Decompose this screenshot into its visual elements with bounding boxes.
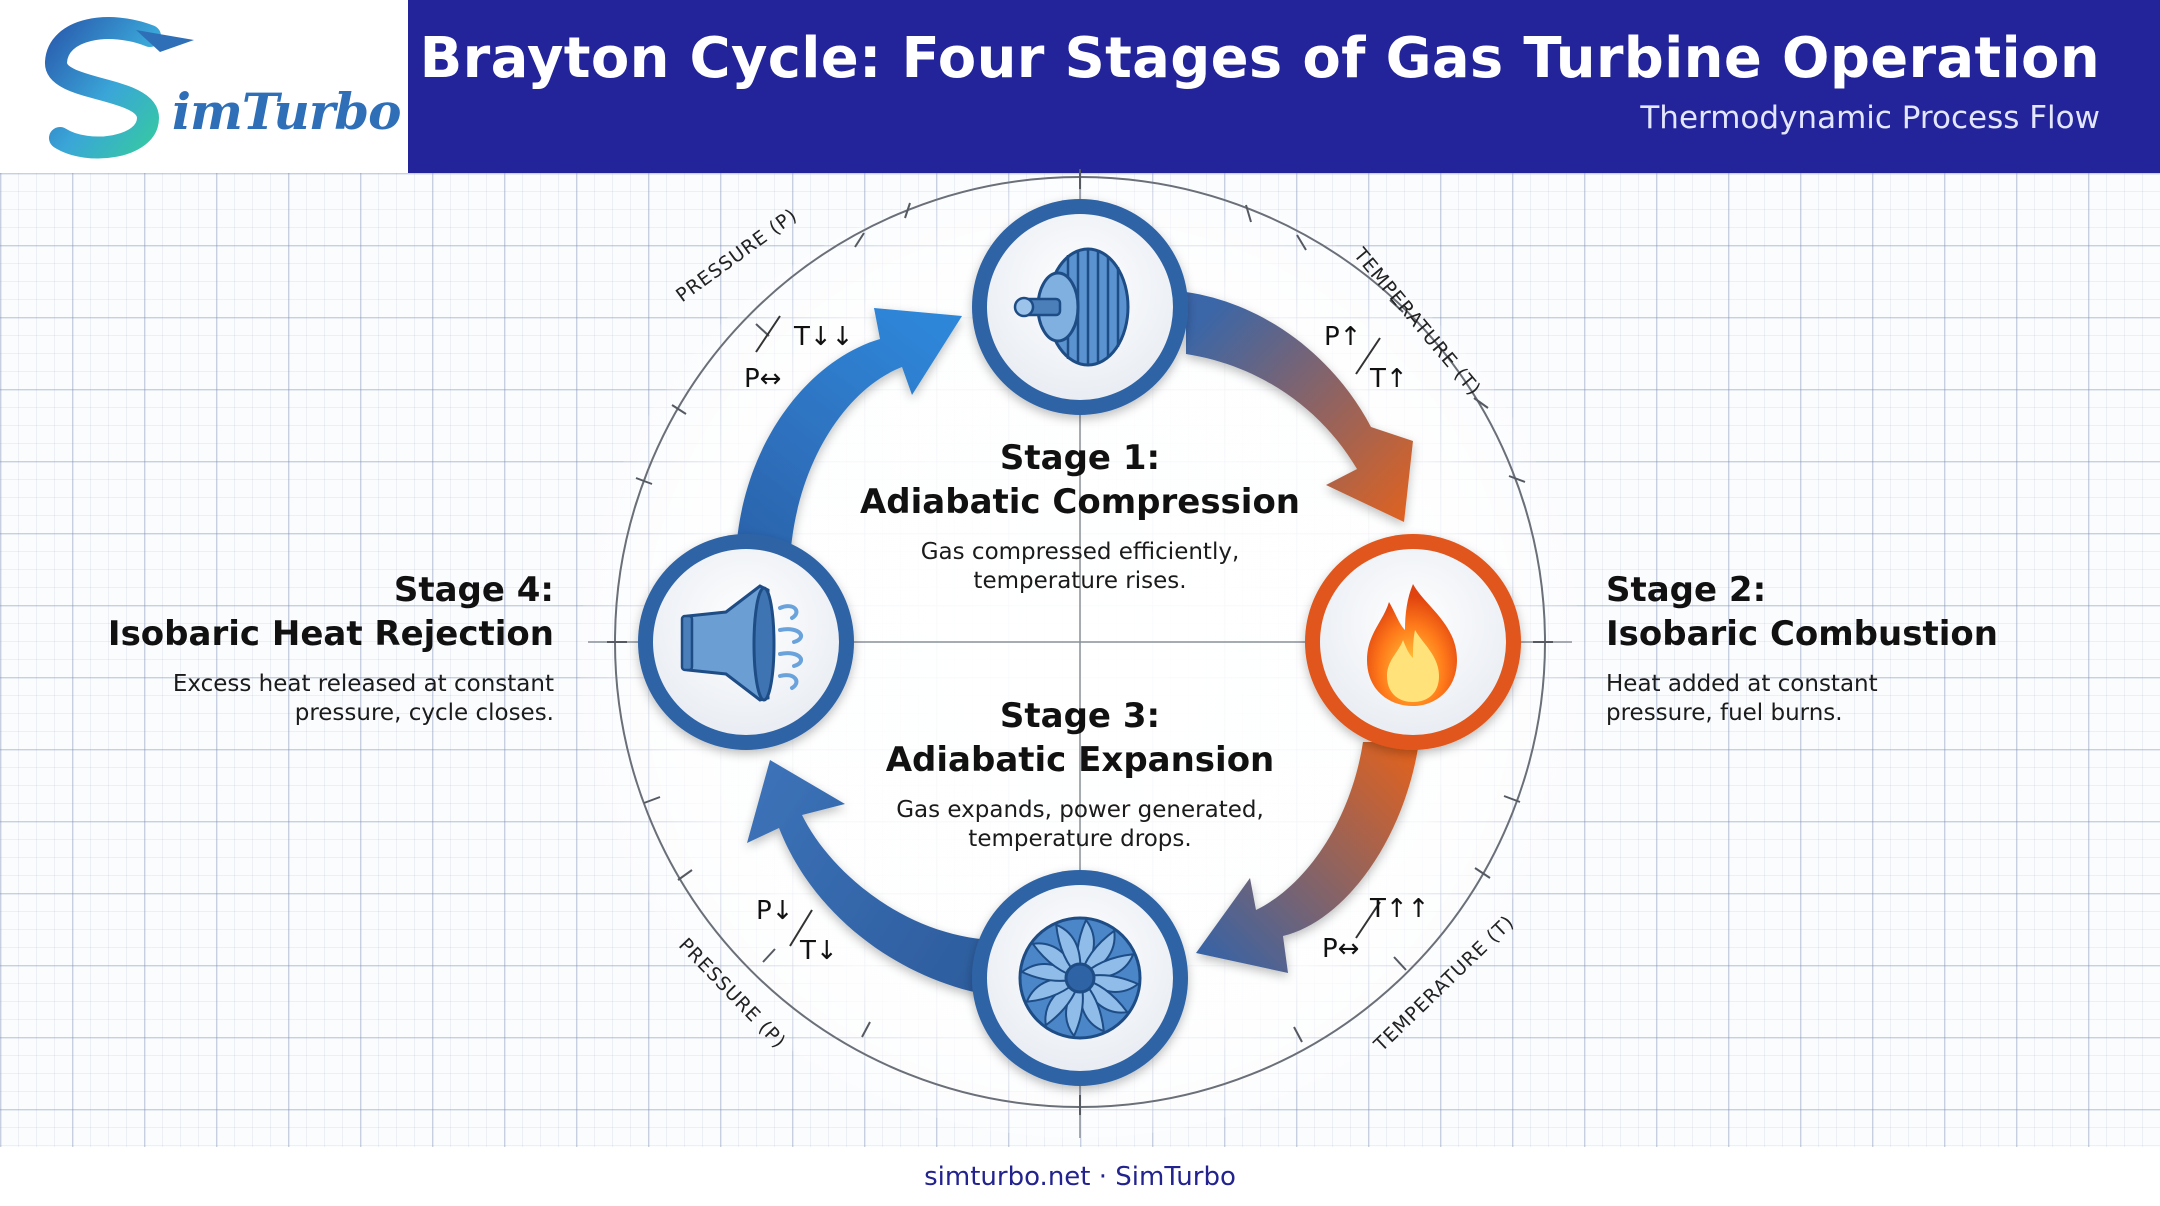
logo-wordmark: imTurbo xyxy=(172,82,402,141)
footer-link[interactable]: simturbo.net · SimTurbo xyxy=(924,1162,1236,1192)
stage-3-subtitle: Adiabatic Expansion xyxy=(885,740,1275,780)
label-bottom-right-t: T↑↑ xyxy=(1370,894,1430,924)
stage-3-desc-line1: Gas expands, power generated, xyxy=(896,797,1264,823)
label-top-right-p: P↑ xyxy=(1324,322,1362,352)
arrow-rejection-to-compression xyxy=(737,308,962,548)
stage-1-title: Stage 1: xyxy=(999,438,1161,478)
stage-3-desc: Gas expands, power generated, temperatur… xyxy=(830,796,1330,854)
exhaust-nozzle-icon xyxy=(680,584,803,702)
stage-4-desc-line1: Excess heat released at constant xyxy=(172,671,554,697)
stage-4-title: Stage 4: xyxy=(393,570,554,610)
arrow-combustion-to-expansion xyxy=(1196,742,1419,973)
stage-1-desc: Gas compressed efficiently, temperature … xyxy=(830,538,1330,596)
stage-2-title: Stage 2: xyxy=(1606,570,1767,610)
stage-2-subtitle: Isobaric Combustion xyxy=(1606,614,1998,654)
stage-1-text: Stage 1: Adiabatic Compression Gas compr… xyxy=(830,436,1330,596)
flame-icon xyxy=(1367,584,1457,706)
tick-marks xyxy=(607,169,1553,1115)
stage-1-desc-line1: Gas compressed efficiently, xyxy=(920,539,1240,565)
label-dividers xyxy=(755,315,1381,947)
page-subtitle: Thermodynamic Process Flow xyxy=(1640,100,2100,136)
stage-3-title: Stage 3: xyxy=(999,696,1161,736)
title-band: The Brayton Cycle: Four Stages of Gas Tu… xyxy=(283,0,2160,173)
stage-1-subtitle: Adiabatic Compression xyxy=(859,482,1301,522)
turbine-icon xyxy=(1018,916,1142,1040)
stage-3-desc-line2: temperature drops. xyxy=(968,826,1192,852)
stage-2-desc-line1: Heat added at constant xyxy=(1606,671,1878,697)
stage-4-subtitle: Isobaric Heat Rejection xyxy=(107,614,554,654)
stage-2-text: Stage 2: Isobaric Combustion Heat added … xyxy=(1606,568,2106,728)
page-title: The Brayton Cycle: Four Stages of Gas Tu… xyxy=(282,26,2100,91)
arrow-expansion-to-rejection xyxy=(747,760,994,996)
stage-4-desc-line2: pressure, cycle closes. xyxy=(294,700,554,726)
label-top-left-t: T↓↓ xyxy=(794,322,854,352)
stage-3-text: Stage 3: Adiabatic Expansion Gas expands… xyxy=(830,694,1330,854)
footer xyxy=(0,1147,2160,1206)
stage-4-desc: Excess heat released at constant pressur… xyxy=(54,670,554,728)
logo[interactable]: imTurbo xyxy=(0,0,408,173)
stage-2-desc: Heat added at constant pressure, fuel bu… xyxy=(1606,670,2106,728)
label-bottom-right-p: P↔ xyxy=(1322,934,1360,964)
label-bottom-left-p: P↓ xyxy=(756,896,794,926)
arrow-compression-to-combustion xyxy=(1186,292,1413,522)
header: imTurbo The Brayton Cycle: Four Stages o… xyxy=(0,0,2160,173)
label-bottom-left-t: T↓ xyxy=(800,936,838,966)
stage-2-desc-line2: pressure, fuel burns. xyxy=(1606,700,1843,726)
stage-1-desc-line2: temperature rises. xyxy=(973,568,1187,594)
stage-4-text: Stage 4: Isobaric Heat Rejection Excess … xyxy=(54,568,554,728)
label-top-right-t: T↑ xyxy=(1370,364,1408,394)
label-top-left-p: P↔ xyxy=(744,364,782,394)
simturbo-logo-icon xyxy=(45,17,194,159)
compressor-icon xyxy=(1013,247,1130,367)
